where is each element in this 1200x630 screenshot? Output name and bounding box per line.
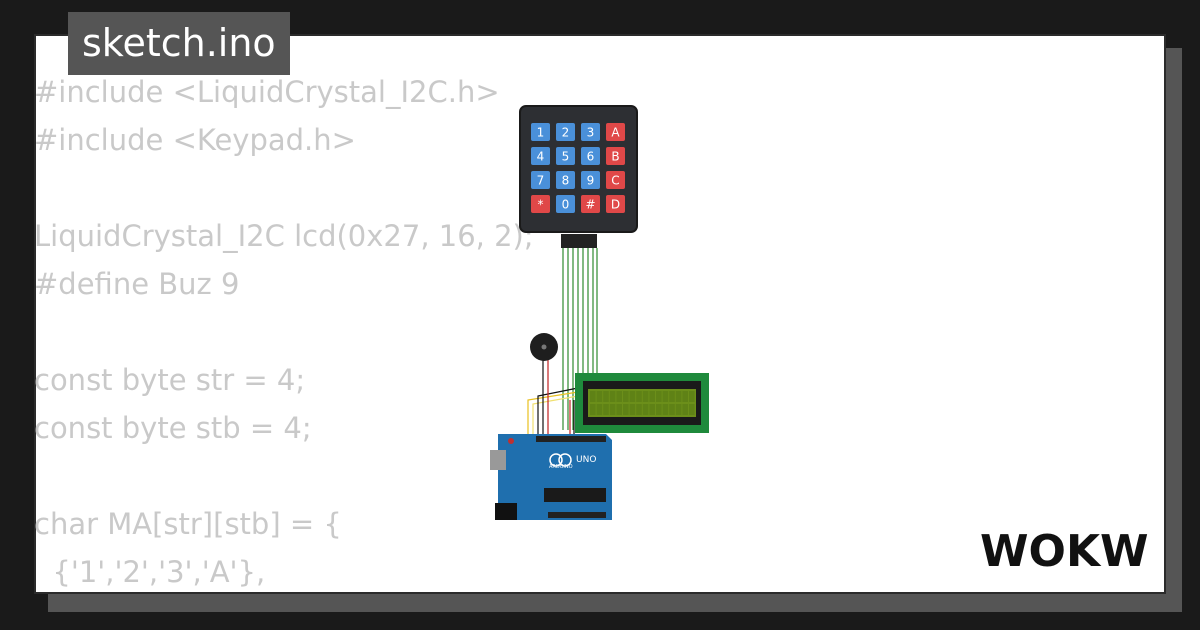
keypad-key-label: 2 — [562, 126, 570, 140]
keypad-key[interactable]: * — [531, 195, 550, 213]
keypad-key-label: C — [611, 174, 619, 188]
keypad-key-label: # — [585, 198, 595, 212]
lcd-cell — [623, 404, 629, 415]
keypad-key[interactable]: 2 — [556, 123, 575, 141]
wokwi-logo: WOKWi — [980, 526, 1150, 577]
keypad-key[interactable]: # — [581, 195, 600, 213]
lcd-cell — [662, 391, 669, 402]
lcd-cell — [675, 391, 682, 402]
keypad-key[interactable]: 3 — [581, 123, 600, 141]
keypad-key[interactable]: 0 — [556, 195, 575, 213]
keypad-key[interactable]: 4 — [531, 147, 550, 165]
lcd-cell — [689, 391, 695, 402]
lcd-cell — [642, 391, 649, 402]
code-line: const byte str = 4; — [34, 363, 306, 397]
lcd-cell — [609, 391, 616, 402]
keypad-key[interactable]: 1 — [531, 123, 550, 141]
lcd-cell — [689, 404, 695, 415]
keypad-key-label: 0 — [562, 198, 570, 212]
lcd-cell — [656, 391, 662, 402]
lcd-cell — [669, 391, 675, 402]
lcd-cell — [616, 404, 622, 415]
keypad-key[interactable]: B — [606, 147, 625, 165]
lcd-cell — [603, 391, 609, 402]
keypad-key-label: 7 — [537, 174, 545, 188]
lcd-cell — [669, 404, 675, 415]
keypad-key[interactable]: 5 — [556, 147, 575, 165]
keypad-key[interactable]: 8 — [556, 171, 575, 189]
keypad-key[interactable]: D — [606, 195, 625, 213]
arduino-uno-board[interactable]: ARDUINO UNO — [490, 434, 612, 520]
lcd-cell — [629, 391, 636, 402]
keypad-key-label: 3 — [587, 126, 595, 140]
keypad-key[interactable]: A — [606, 123, 625, 141]
keypad[interactable]: 1 2 3 A 4 5 6 B 7 8 9 C * 0 # D — [519, 105, 638, 248]
code-line: const byte stb = 4; — [34, 411, 312, 445]
keypad-key-label: D — [611, 198, 620, 212]
buzzer[interactable] — [530, 333, 558, 361]
keypad-key[interactable]: C — [606, 171, 625, 189]
keypad-key-label: 1 — [537, 126, 545, 140]
code-line: #include <LiquidCrystal_I2C.h> — [34, 75, 500, 109]
lcd-cell — [682, 404, 688, 415]
lcd-cell — [596, 404, 603, 415]
logo-text: WOKWi — [980, 526, 1150, 577]
keypad-key-label: 6 — [587, 150, 595, 164]
lcd-cell — [629, 404, 636, 415]
lcd-cell — [642, 404, 649, 415]
lcd-cell — [596, 391, 603, 402]
board-label: UNO — [576, 455, 596, 465]
keypad-key[interactable]: 9 — [581, 171, 600, 189]
keypad-key-label: 9 — [587, 174, 595, 188]
code-line: #include <Keypad.h> — [34, 123, 356, 157]
file-tab[interactable]: sketch.ino — [68, 12, 290, 75]
keypad-key-label: 5 — [562, 150, 570, 164]
code-line: LiquidCrystal_I2C lcd(0x27, 16, 2); — [34, 219, 534, 253]
lcd-cell — [623, 391, 629, 402]
lcd-cell — [603, 404, 609, 415]
lcd-cell — [682, 391, 688, 402]
lcd-cell — [636, 404, 642, 415]
keypad-key-label: 4 — [537, 150, 545, 164]
keypad-key-label: 8 — [562, 174, 570, 188]
lcd-cell — [590, 404, 596, 415]
lcd-cell — [590, 391, 596, 402]
code-line: #define Buz 9 — [34, 267, 240, 301]
lcd-cell — [649, 391, 655, 402]
keypad-key[interactable]: 6 — [581, 147, 600, 165]
lcd-cell — [675, 404, 682, 415]
lcd-cell — [649, 404, 655, 415]
lcd-cell — [609, 404, 616, 415]
lcd-cell — [616, 391, 622, 402]
code-line: char MA[str][stb] = { — [34, 507, 342, 541]
lcd-cell — [636, 391, 642, 402]
lcd-cell — [662, 404, 669, 415]
lcd-display[interactable] — [575, 373, 709, 433]
code-line: {'1','2','3','A'}, — [34, 555, 266, 589]
keypad-key-label: B — [611, 150, 619, 164]
keypad-key-label: A — [611, 126, 620, 140]
keypad-key-label: * — [538, 198, 544, 212]
code-editor[interactable]: #include <LiquidCrystal_I2C.h> #include <… — [34, 68, 534, 596]
lcd-cell — [656, 404, 662, 415]
board-brand: ARDUINO — [549, 464, 573, 470]
keypad-key[interactable]: 7 — [531, 171, 550, 189]
